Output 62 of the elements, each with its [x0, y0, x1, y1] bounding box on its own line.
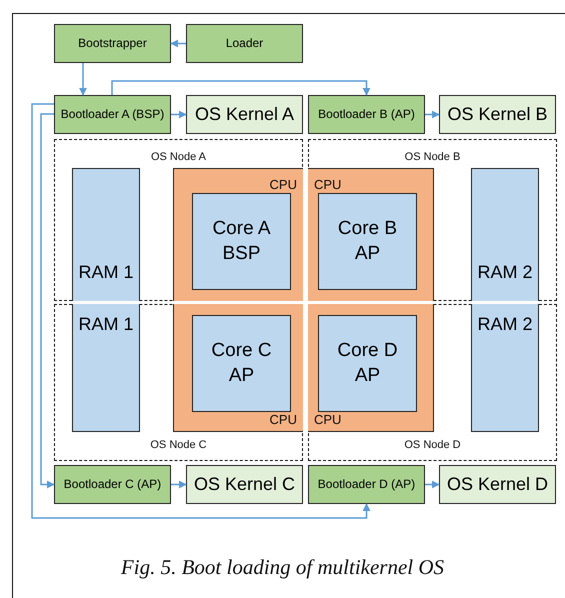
- core-box: [192, 193, 291, 290]
- core-box: [192, 315, 291, 412]
- cpu-block: [308, 304, 434, 432]
- os-node-region: [54, 304, 303, 461]
- arrow: [425, 480, 440, 488]
- region-label: OS Node A: [150, 151, 208, 163]
- node-label: OS Kernel A: [194, 104, 294, 125]
- arrow: [170, 40, 186, 48]
- os-node-region: [308, 139, 557, 301]
- node-label: Bootloader C (AP): [64, 476, 162, 493]
- kernel-box: [186, 465, 303, 504]
- node-label: Bootloader B (AP): [318, 106, 415, 123]
- figure-caption: Fig. 5. Boot loading of multikernel OS: [120, 555, 446, 580]
- cpu-label: CPU: [270, 177, 297, 192]
- ram-bar: [72, 168, 140, 301]
- bootloader-box: [308, 95, 425, 134]
- node-label: RAM 2: [477, 314, 532, 335]
- region-label: OS Node B: [404, 151, 462, 163]
- node-label: Loader: [226, 34, 264, 52]
- ram-bar: [471, 304, 539, 432]
- arrow: [31, 103, 370, 519]
- cpu-block: [308, 168, 434, 301]
- node-label: OS Kernel D: [446, 474, 548, 495]
- cpu-label: CPU: [314, 177, 342, 192]
- arrow: [425, 110, 440, 118]
- arrow: [79, 63, 87, 96]
- bootloader-box: [186, 24, 303, 63]
- cpu-block: [173, 304, 303, 432]
- region-label: OS Node C: [149, 439, 208, 451]
- node-label: Core B AP: [336, 216, 398, 266]
- node-label: Core D AP: [336, 338, 399, 388]
- node-label: Core A BSP: [211, 216, 272, 266]
- region-label: OS Node D: [403, 439, 462, 451]
- node-label: OS Kernel C: [194, 474, 296, 495]
- core-box: [318, 193, 417, 290]
- node-label: RAM 2: [477, 262, 532, 283]
- ram-bar: [72, 304, 140, 432]
- node-label: OS Kernel B: [447, 104, 548, 125]
- bootloader-box: [308, 465, 425, 504]
- cpu-label: CPU: [314, 412, 342, 427]
- node-label: Core C AP: [210, 338, 273, 388]
- node-label: Bootstrapper: [78, 34, 147, 52]
- arrow: [171, 480, 187, 488]
- os-node-region: [308, 304, 557, 461]
- node-label: RAM 1: [78, 262, 134, 283]
- kernel-box: [439, 465, 556, 504]
- arrow: [40, 113, 55, 488]
- arrow: [111, 80, 370, 96]
- arrow: [171, 110, 187, 118]
- core-box: [318, 315, 417, 412]
- bootloader-box: [54, 95, 171, 134]
- bootloader-box: [54, 465, 171, 504]
- ram-bar: [471, 168, 539, 301]
- node-label: Bootloader D (AP): [318, 476, 416, 493]
- kernel-box: [439, 95, 556, 134]
- bootloader-box: [54, 24, 171, 63]
- kernel-box: [186, 95, 303, 134]
- node-label: RAM 1: [78, 314, 134, 335]
- cpu-label: CPU: [270, 412, 297, 427]
- cpu-block: [173, 168, 303, 301]
- os-node-region: [54, 139, 303, 301]
- node-label: Bootloader A (BSP): [60, 106, 164, 123]
